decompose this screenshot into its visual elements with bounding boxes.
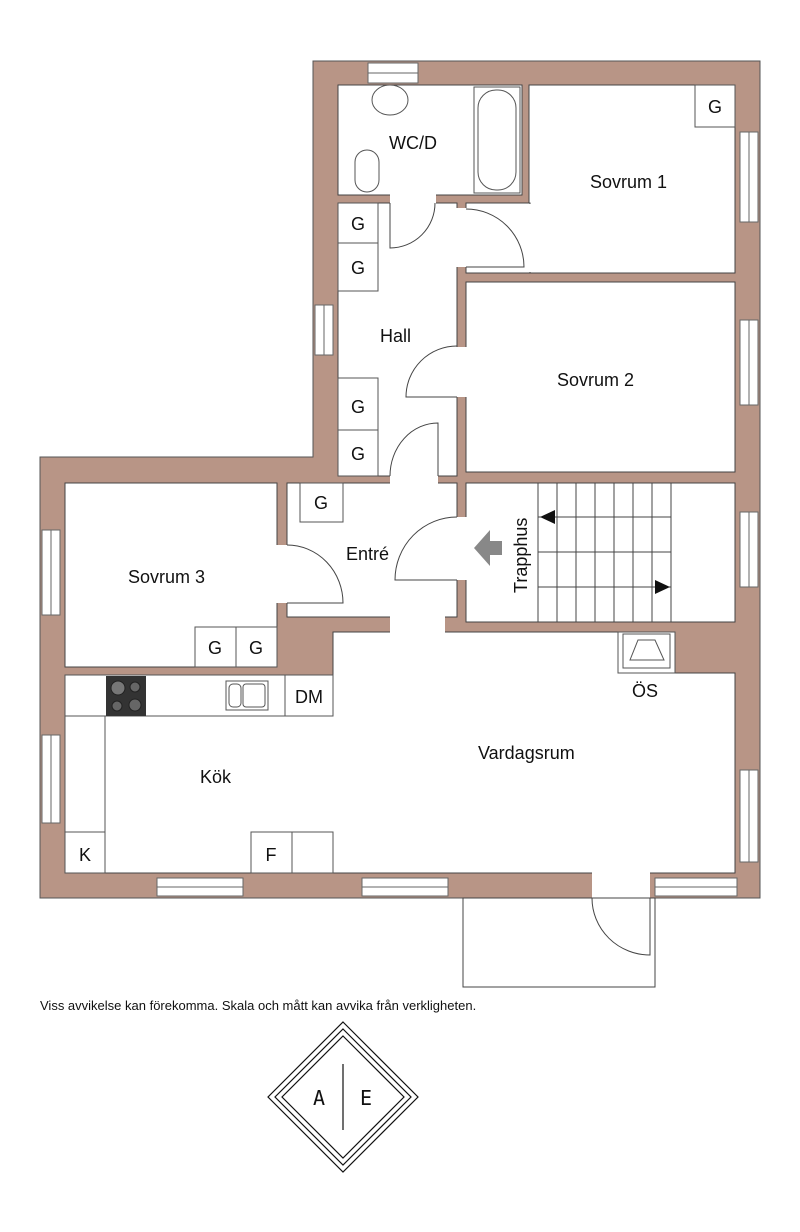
fireplace-icon [617, 631, 676, 674]
disclaimer: Viss avvikelse kan förekomma. Skala och … [40, 998, 477, 1013]
room-label-sovrum3: Sovrum 3 [128, 567, 205, 587]
room-label-wc: WC/D [389, 133, 437, 153]
wardrobe [694, 84, 736, 128]
freezer-label: K [79, 845, 91, 865]
door-hall [389, 422, 439, 477]
kitchen-sink-icon [225, 680, 269, 711]
kitchen-cabinet [291, 831, 334, 874]
wardrobe [337, 377, 379, 431]
room-label-os: ÖS [632, 681, 658, 701]
wardrobe-label: G [351, 397, 365, 417]
stair-arrow-up-icon [540, 510, 555, 524]
stove-icon [106, 676, 146, 716]
wardrobe-label: G [351, 444, 365, 464]
door-sovrum2 [405, 345, 458, 398]
wardrobe [235, 626, 278, 668]
kitchen-counter-side [64, 715, 106, 833]
balcony [462, 897, 656, 988]
staircase [537, 483, 672, 622]
logo-letter-a: A [313, 1086, 325, 1110]
room-label-vardagsrum: Vardagsrum [478, 743, 575, 763]
door-wc [389, 202, 436, 249]
stair-arrow-down-icon [655, 580, 670, 594]
door-sovrum3 [286, 544, 344, 604]
windows [41, 62, 759, 897]
logo-letter-e: E [360, 1086, 372, 1110]
wardrobe-label: G [708, 97, 722, 117]
room-label-sovrum1: Sovrum 1 [590, 172, 667, 192]
toilet-icon [354, 149, 380, 193]
fridge-label: F [266, 845, 277, 865]
wardrobe-label: G [314, 493, 328, 513]
wardrobe [299, 482, 344, 523]
room-label-trapphus: Trapphus [511, 518, 531, 593]
door-balcony [591, 897, 651, 956]
wardrobe-label: G [208, 638, 222, 658]
entrance-arrow-icon [474, 530, 502, 566]
freezer [64, 831, 106, 874]
wardrobe-label: G [351, 258, 365, 278]
wardrobe-label: G [351, 214, 365, 234]
room-label-entre: Entré [346, 544, 389, 564]
wardrobe [337, 429, 379, 477]
dishwasher-label: DM [295, 687, 323, 707]
room-label-kok: Kök [200, 767, 232, 787]
wardrobe [337, 202, 379, 244]
room-label-sovrum2: Sovrum 2 [557, 370, 634, 390]
door-trapphus [394, 516, 458, 581]
sink-icon [371, 84, 409, 116]
wardrobe [337, 242, 379, 292]
door-sovrum1 [465, 208, 525, 268]
logo [267, 1021, 419, 1173]
wardrobe-label: G [249, 638, 263, 658]
room-label-hall: Hall [380, 326, 411, 346]
dishwasher [284, 674, 334, 717]
